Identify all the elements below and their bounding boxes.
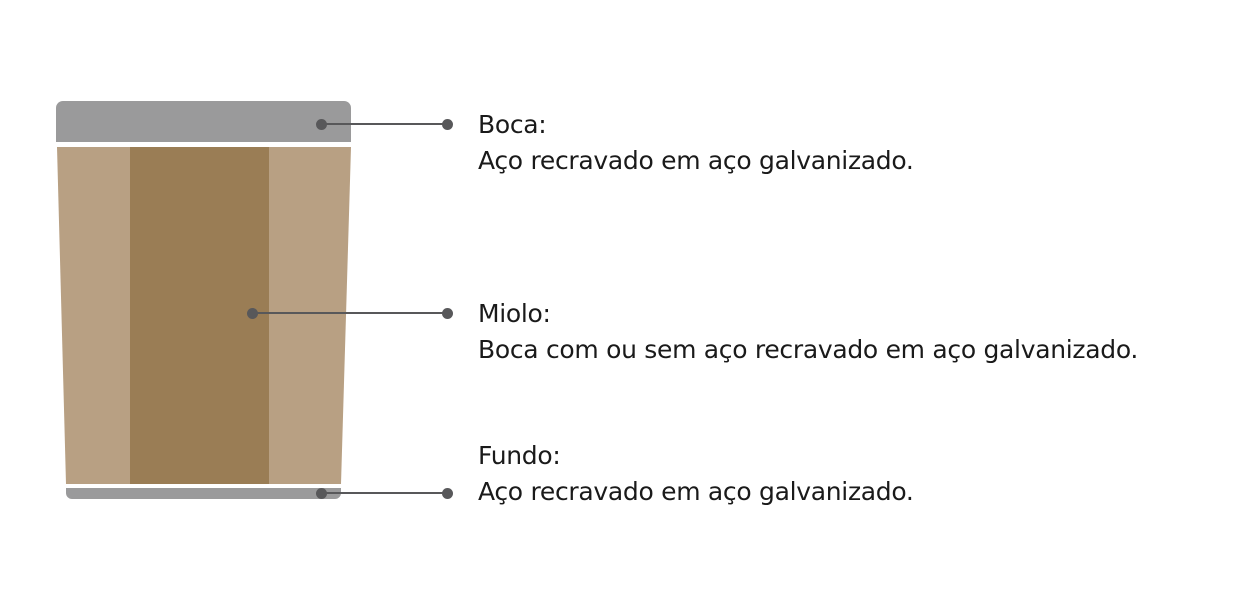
connector-dot-end-icon	[441, 307, 453, 319]
label-boca: Boca: Aço recravado em aço galvanizado.	[478, 107, 914, 179]
label-description: Aço recravado em aço galvanizado.	[478, 477, 914, 506]
connector-dot-end-icon	[441, 118, 453, 130]
tube-body-core	[130, 147, 269, 484]
connector-line	[252, 312, 447, 314]
connector-line	[321, 492, 447, 494]
label-fundo: Fundo: Aço recravado em aço galvanizado.	[478, 438, 914, 510]
label-title: Boca:	[478, 110, 547, 139]
label-miolo: Miolo: Boca com ou sem aço recravado em …	[478, 296, 1138, 368]
label-title: Fundo:	[478, 441, 561, 470]
label-title: Miolo:	[478, 299, 551, 328]
tube-bottom-cap	[66, 488, 341, 499]
connector-dot-start-icon	[246, 307, 258, 319]
label-description: Aço recravado em aço galvanizado.	[478, 146, 914, 175]
label-description: Boca com ou sem aço recravado em aço gal…	[478, 335, 1139, 364]
connector-line	[321, 123, 447, 125]
tube-top-cap	[56, 101, 351, 142]
connector-dot-end-icon	[441, 487, 453, 499]
connector-dot-start-icon	[315, 487, 327, 499]
connector-dot-start-icon	[315, 118, 327, 130]
